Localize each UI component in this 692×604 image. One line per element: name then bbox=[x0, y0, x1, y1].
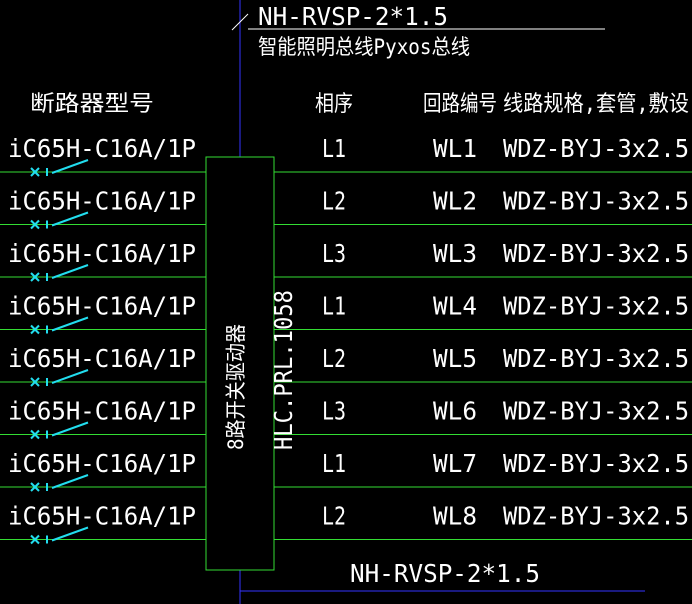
breaker-model: iC65H-C16A/1P bbox=[8, 502, 196, 531]
driver-label-cn: 8路开关驱动器 bbox=[224, 324, 248, 450]
circuit-row: iC65H-C16A/1P L2 WL8 WDZ-BYJ-3x2.5 bbox=[0, 502, 692, 545]
header-line-spec: 线路规格,套管,敷设 bbox=[503, 92, 689, 117]
circuit-number: WL6 bbox=[433, 397, 477, 426]
phase-label: L1 bbox=[322, 134, 346, 163]
phase-label: L3 bbox=[322, 397, 346, 426]
circuit-number: WL4 bbox=[433, 292, 477, 321]
phase-label: L3 bbox=[322, 239, 346, 268]
breaker-model: iC65H-C16A/1P bbox=[8, 134, 196, 163]
breaker-x-icon bbox=[30, 429, 40, 440]
breaker-blade-icon bbox=[51, 211, 89, 227]
breaker-blade-icon bbox=[51, 264, 89, 279]
header-breaker: 断路器型号 bbox=[30, 92, 154, 117]
breaker-x-icon bbox=[30, 167, 40, 177]
switch-driver-box bbox=[205, 156, 275, 571]
breaker-blade-icon bbox=[51, 369, 89, 384]
bottom-cable-spec: NH-RVSP-2*1.5 bbox=[350, 559, 540, 588]
circuit-row: iC65H-C16A/1P L3 WL6 WDZ-BYJ-3x2.5 bbox=[0, 397, 692, 440]
circuit-row: iC65H-C16A/1P L1 WL4 WDZ-BYJ-3x2.5 bbox=[0, 292, 692, 335]
circuit-row: iC65H-C16A/1P L3 WL3 WDZ-BYJ-3x2.5 bbox=[0, 239, 692, 282]
driver-label-model: HLC.PRL.1058 bbox=[269, 290, 298, 450]
breaker-blade-icon bbox=[51, 526, 89, 542]
breaker-model: iC65H-C16A/1P bbox=[8, 449, 196, 478]
line-spec: WDZ-BYJ-3x2.5 bbox=[503, 134, 689, 163]
header-circuit: 回路编号 bbox=[423, 92, 497, 117]
phase-label: L2 bbox=[322, 502, 346, 531]
header-phase: 相序 bbox=[315, 92, 353, 117]
circuit-number: WL8 bbox=[433, 502, 477, 531]
top-cable-desc: 智能照明总线Pyxos总线 bbox=[258, 35, 470, 59]
breaker-blade-icon bbox=[51, 421, 89, 437]
circuit-row: iC65H-C16A/1P L2 WL5 WDZ-BYJ-3x2.5 bbox=[0, 344, 692, 387]
circuit-row: iC65H-C16A/1P L1 WL1 WDZ-BYJ-3x2.5 bbox=[0, 134, 692, 177]
line-spec: WDZ-BYJ-3x2.5 bbox=[503, 502, 689, 531]
circuit-number: WL2 bbox=[433, 187, 477, 216]
breaker-x-icon bbox=[30, 219, 40, 230]
line-spec: WDZ-BYJ-3x2.5 bbox=[503, 449, 689, 478]
leader-tick bbox=[231, 13, 249, 31]
breaker-model: iC65H-C16A/1P bbox=[8, 344, 196, 373]
breaker-x-icon bbox=[30, 482, 40, 492]
circuit-row: iC65H-C16A/1P L1 WL7 WDZ-BYJ-3x2.5 bbox=[0, 449, 692, 492]
breaker-model: iC65H-C16A/1P bbox=[8, 397, 196, 426]
breaker-x-icon bbox=[30, 272, 40, 282]
circuit-number: WL1 bbox=[433, 134, 477, 163]
line-spec: WDZ-BYJ-3x2.5 bbox=[503, 292, 689, 321]
line-spec: WDZ-BYJ-3x2.5 bbox=[503, 397, 689, 426]
line-spec: WDZ-BYJ-3x2.5 bbox=[503, 239, 689, 268]
breaker-model: iC65H-C16A/1P bbox=[8, 187, 196, 216]
phase-label: L1 bbox=[322, 449, 346, 478]
circuit-number: WL3 bbox=[433, 239, 477, 268]
breaker-blade-icon bbox=[51, 316, 89, 332]
line-spec: WDZ-BYJ-3x2.5 bbox=[503, 344, 689, 373]
circuit-number: WL7 bbox=[433, 449, 477, 478]
circuit-row: iC65H-C16A/1P L2 WL2 WDZ-BYJ-3x2.5 bbox=[0, 187, 692, 230]
top-cable-spec: NH-RVSP-2*1.5 bbox=[258, 2, 448, 31]
phase-label: L1 bbox=[322, 292, 346, 321]
breaker-blade-icon bbox=[51, 474, 89, 489]
line-spec: WDZ-BYJ-3x2.5 bbox=[503, 187, 689, 216]
breaker-model: iC65H-C16A/1P bbox=[8, 239, 196, 268]
phase-label: L2 bbox=[322, 187, 346, 216]
breaker-x-icon bbox=[30, 534, 40, 545]
breaker-blade-icon bbox=[51, 159, 89, 174]
phase-label: L2 bbox=[322, 344, 346, 373]
breaker-model: iC65H-C16A/1P bbox=[8, 292, 196, 321]
breaker-x-icon bbox=[30, 324, 40, 335]
circuit-number: WL5 bbox=[433, 344, 477, 373]
breaker-x-icon bbox=[30, 377, 40, 387]
